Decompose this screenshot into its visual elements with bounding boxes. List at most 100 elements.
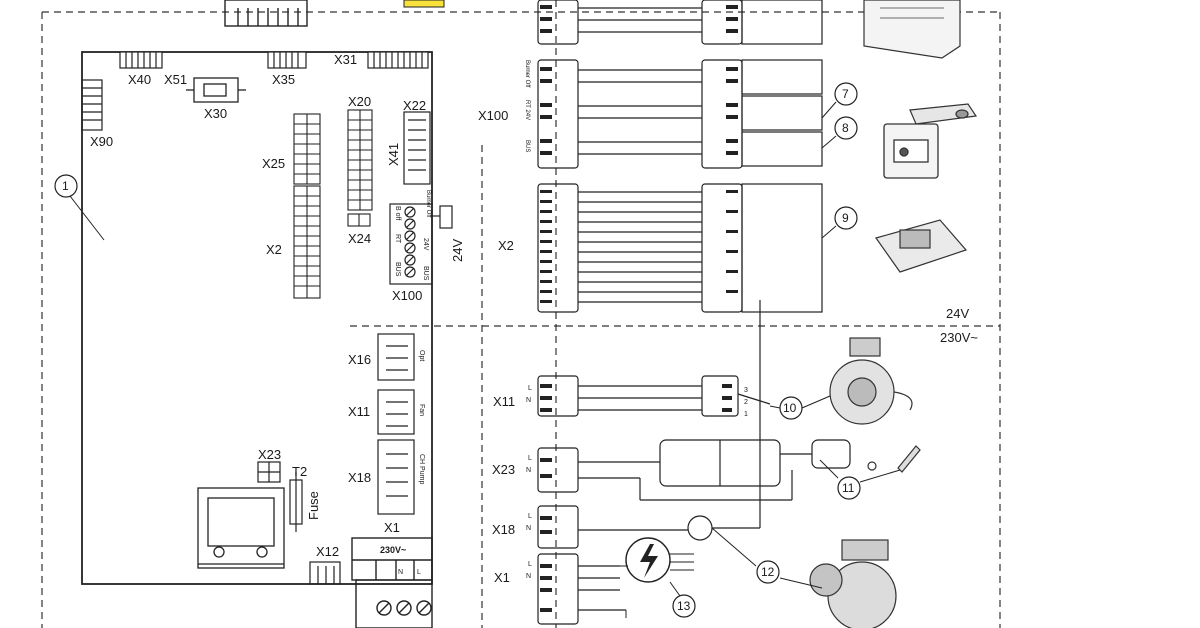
label-t2: T2 [292, 464, 307, 479]
x24-header [347, 213, 371, 227]
x100-b-off: B off [394, 206, 401, 220]
label-x1-board: X1 [384, 520, 400, 535]
zone-230v: 230V~ [940, 330, 978, 345]
callout-10-number: 10 [783, 401, 797, 415]
x12-connector [309, 561, 341, 585]
label-x31: X31 [334, 52, 357, 67]
zone-24v: 24V [946, 306, 969, 321]
x20-header [347, 109, 373, 211]
x100-burner-off: Burner Off [425, 190, 431, 218]
surge-protector-symbol [620, 537, 694, 618]
harness-x100 [537, 59, 823, 169]
harness-rt-24v: RT 24V [524, 100, 530, 120]
x23-board-connector [257, 461, 281, 483]
label-x2-harness: X2 [498, 238, 514, 253]
callout-1-number: 1 [62, 179, 69, 193]
callout-leaders [669, 101, 901, 597]
mains-n: N [398, 569, 403, 576]
x100-bus: BUS [394, 262, 401, 277]
label-x18-board: X18 [348, 470, 371, 485]
harness-top [537, 0, 823, 45]
callout-9-number: 9 [842, 211, 849, 225]
callout-8-number: 8 [842, 121, 849, 135]
x90-connector [81, 79, 103, 131]
board-24v: 24V [450, 239, 465, 262]
component-room-sensor [909, 103, 978, 125]
callout-12-number: 12 [761, 565, 775, 579]
callout-7-number: 7 [842, 87, 849, 101]
harness-x1 [537, 553, 626, 625]
x22-connector [403, 111, 431, 185]
x1-n: N [526, 573, 531, 580]
component-ionisation-electrode [867, 445, 921, 473]
label-x51: X51 [164, 72, 187, 87]
label-x1-harness: X1 [494, 570, 510, 585]
mains-terminal [351, 537, 433, 628]
label-x23-board: X23 [258, 447, 281, 462]
callout-1 [54, 174, 105, 241]
x16-opt: Opt [418, 350, 425, 361]
component-ch-pump [809, 539, 897, 628]
top-connector [224, 0, 308, 27]
fuse-t2 [289, 472, 303, 532]
label-x20: X20 [348, 94, 371, 109]
harness-x11 [537, 375, 771, 417]
x18-ch-pump: CH Pump [418, 454, 425, 484]
x18-l: L [528, 513, 532, 520]
harness-pin-stubs [540, 5, 738, 612]
label-x35: X35 [272, 72, 295, 87]
fan-pin-1: 1 [744, 411, 748, 418]
outer-frame [41, 0, 1001, 628]
harness-x2 [537, 183, 823, 313]
mains-230v: 230V~ [380, 545, 406, 555]
label-x11-harness: X11 [493, 394, 515, 409]
label-x40: X40 [128, 72, 151, 87]
x100-terminal-block [389, 203, 453, 285]
x11-fan: Fan [418, 404, 425, 416]
label-fuse: Fuse [306, 491, 321, 520]
component-boiler-unit [863, 0, 961, 59]
x23-l: L [528, 455, 532, 462]
board-top-connectors [119, 51, 429, 69]
label-x16: X16 [348, 352, 371, 367]
x30-socket [186, 77, 246, 103]
label-x23-harness: X23 [492, 462, 515, 477]
x100-rt: RT [394, 234, 401, 244]
label-x30: X30 [204, 106, 227, 121]
fan-pin-2: 2 [744, 399, 748, 406]
fan-pin-3: 3 [744, 387, 748, 394]
label-x90: X90 [90, 134, 113, 149]
x1-l: L [528, 561, 532, 568]
callout-13-number: 13 [677, 599, 691, 613]
x25-header [293, 113, 321, 185]
x18-n: N [526, 525, 531, 532]
label-x22: X22 [403, 98, 426, 113]
mains-l: L [417, 569, 421, 576]
callout-circles [672, 82, 861, 618]
transformer [197, 487, 285, 569]
pump-fan-opt-plugs [377, 333, 415, 515]
label-x12: X12 [316, 544, 339, 559]
component-fan [829, 337, 913, 425]
component-thermostat [883, 123, 939, 179]
label-x41: X41 [386, 143, 401, 166]
label-x25: X25 [262, 156, 285, 171]
x100-24v: 24V [422, 238, 429, 251]
control-board [81, 51, 433, 585]
component-ignition-module [875, 219, 968, 273]
label-x24: X24 [348, 231, 371, 246]
harness-bus: BUS [524, 140, 530, 152]
harness-x18 [537, 300, 761, 549]
x11-l: L [528, 385, 532, 392]
label-x100-harness: X100 [478, 108, 508, 123]
x100-bus-2: BUS [422, 266, 429, 281]
x11-n: N [526, 397, 531, 404]
harness-burner-off: Burner Off [524, 60, 530, 88]
label-x2: X2 [266, 242, 282, 257]
top-yellow-part [403, 0, 445, 8]
callout-11-number: 11 [842, 481, 855, 495]
label-x11-board: X11 [348, 404, 370, 419]
label-x100-board: X100 [392, 288, 422, 303]
label-x18-harness: X18 [492, 522, 515, 537]
